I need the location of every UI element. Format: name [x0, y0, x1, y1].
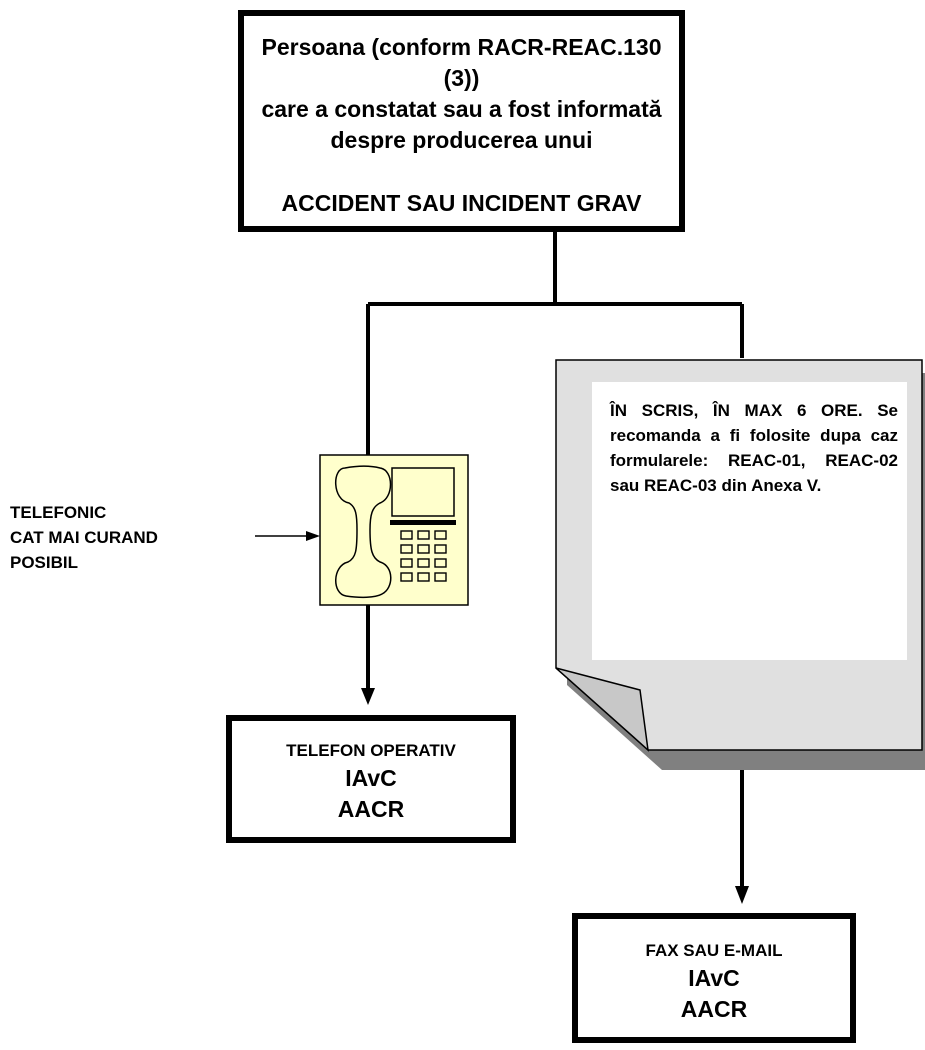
- initial-reporter-box: Persoana (conform RACR-REAC.130 (3)) car…: [238, 10, 685, 232]
- telephone-contact-box: TELEFON OPERATIV IAvC AACR: [226, 715, 516, 843]
- telephone-box-org-1: IAvC: [345, 765, 397, 791]
- written-report-instructions: ÎN SCRIS, ÎN MAX 6 ORE. Se recomanda a f…: [610, 401, 898, 495]
- document-fold: [555, 667, 650, 752]
- fax-box-org-2: AACR: [680, 996, 748, 1022]
- side-label-line-2: CAT MAI CURAND: [10, 528, 158, 547]
- fax-box-org-1: IAvC: [688, 965, 740, 991]
- reporter-line-2: care a constatat sau a fost informată: [261, 96, 662, 122]
- event-type-title: ACCIDENT SAU INCIDENT GRAV: [281, 190, 642, 216]
- phone-to-telephone-box-arrow: [361, 605, 375, 705]
- side-label-line-1: TELEFONIC: [10, 503, 107, 522]
- telephone-box-title: TELEFON OPERATIV: [286, 741, 456, 760]
- fax-box-title: FAX SAU E-MAIL: [645, 941, 783, 960]
- fax-email-contact-box: FAX SAU E-MAIL IAvC AACR: [572, 913, 856, 1043]
- telephone-box-org-2: AACR: [337, 796, 405, 822]
- connector-lines: [366, 232, 744, 455]
- reporter-line-1: Persoana (conform RACR-REAC.130 (3)): [261, 34, 662, 91]
- reporter-line-3: despre producerea unui: [330, 127, 593, 153]
- side-label-line-3: POSIBIL: [10, 553, 79, 572]
- telephone-instruction-label: TELEFONIC CAT MAI CURAND POSIBIL: [10, 500, 158, 575]
- telephone-icon: [319, 454, 469, 606]
- document-to-fax-box-arrow: [735, 770, 749, 904]
- document-text-panel: [592, 382, 907, 660]
- spacer: [244, 156, 679, 188]
- side-label-arrow: [255, 531, 320, 541]
